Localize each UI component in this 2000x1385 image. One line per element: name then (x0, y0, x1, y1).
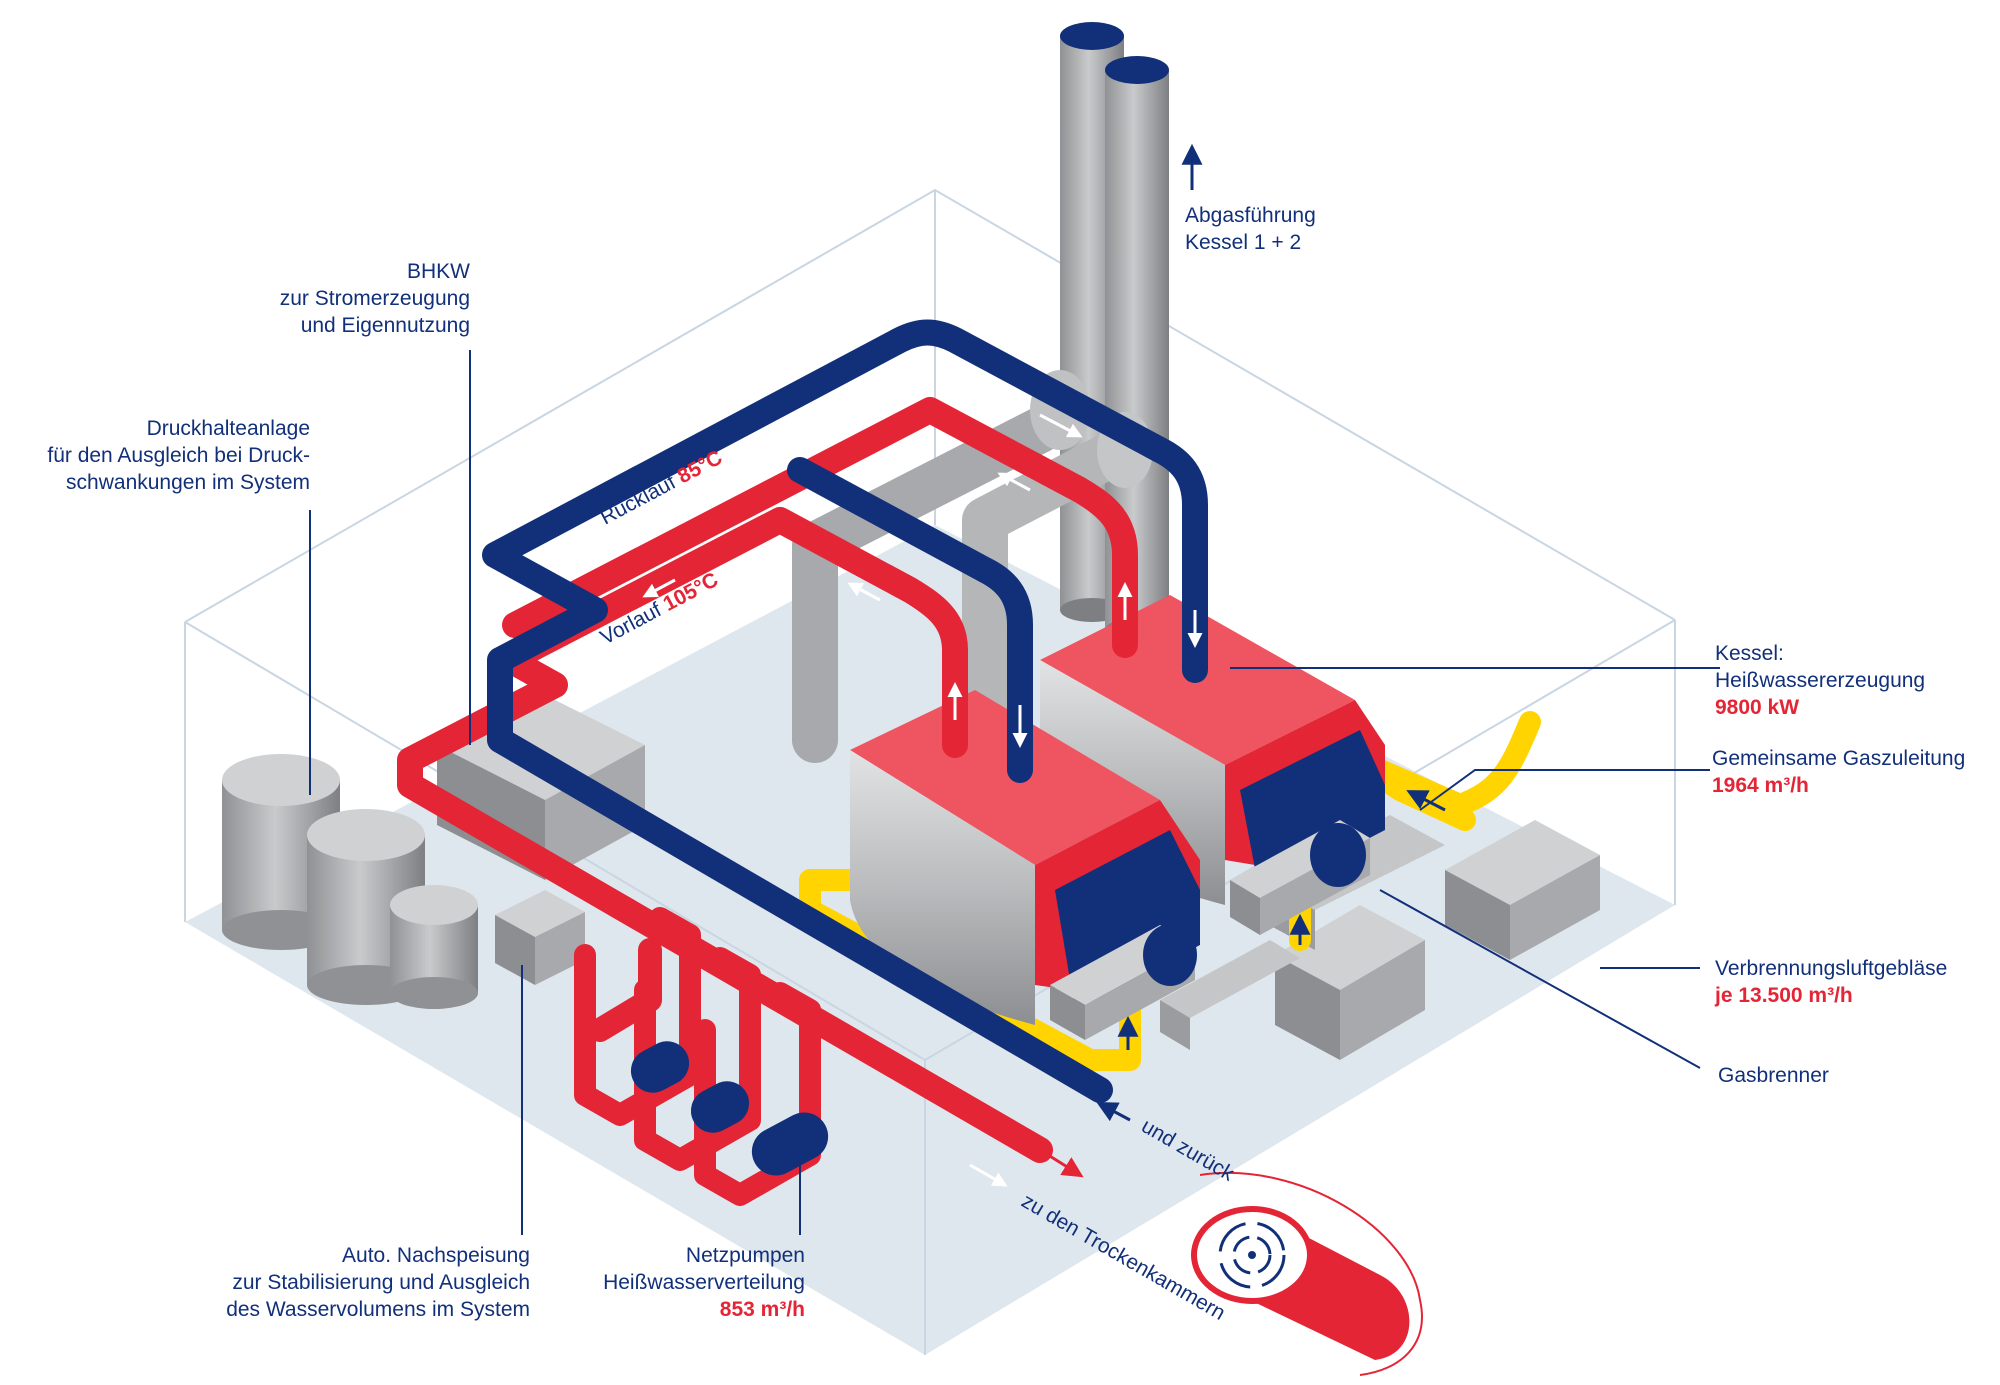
leader-lines (309, 350, 1720, 1235)
svg-text:853 m³/h: 853 m³/h (720, 1298, 805, 1321)
svg-text:zur Stromerzeugung: zur Stromerzeugung (280, 287, 470, 310)
combustion-fan-1 (1445, 820, 1600, 960)
label-druck: Druckhalteanlage für den Ausgleich bei D… (47, 417, 310, 494)
svg-text:Gemeinsame Gaszuleitung: Gemeinsame Gaszuleitung (1712, 747, 1965, 770)
drying-chamber-icon (1191, 1172, 1423, 1376)
label-brenner: Gasbrenner (1718, 1064, 1829, 1087)
pressure-tank-3 (390, 885, 478, 1009)
svg-text:und Eigennutzung: und Eigennutzung (301, 314, 470, 337)
svg-text:je 13.500 m³/h: je 13.500 m³/h (1714, 984, 1853, 1007)
gas-flow-arrow-1 (1406, 790, 1446, 812)
svg-text:BHKW: BHKW (407, 260, 470, 283)
svg-text:Abgasführung: Abgasführung (1185, 204, 1316, 227)
svg-text:zur Stabilisierung und Ausglei: zur Stabilisierung und Ausgleich (232, 1271, 530, 1294)
gas-burner-1 (1143, 924, 1197, 986)
svg-text:schwankungen im System: schwankungen im System (66, 471, 310, 494)
svg-text:Kessel 1 + 2: Kessel 1 + 2 (1185, 231, 1301, 254)
refill-unit (495, 890, 585, 985)
svg-text:1964 m³/h: 1964 m³/h (1712, 774, 1809, 797)
svg-text:Auto. Nachspeisung: Auto. Nachspeisung (342, 1244, 530, 1267)
return-arrow (1096, 1102, 1131, 1122)
label-luft: Verbrennungsluftgebläse je 13.500 m³/h (1714, 957, 1947, 1007)
combustion-fan-2 (1275, 905, 1425, 1060)
label-gas: Gemeinsame Gaszuleitung 1964 m³/h (1712, 747, 1965, 797)
svg-text:Netzpumpen: Netzpumpen (686, 1244, 805, 1267)
net-pump-1 (630, 1041, 690, 1093)
net-pump-3 (751, 1112, 829, 1176)
svg-text:des Wasservolumens im System: des Wasservolumens im System (226, 1298, 530, 1321)
svg-text:Kessel:: Kessel: (1715, 642, 1784, 665)
gas-burner-2 (1310, 823, 1366, 887)
svg-text:Heißwasserverteilung: Heißwasserverteilung (603, 1271, 805, 1294)
label-nachspeisung: Auto. Nachspeisung zur Stabilisierung un… (226, 1244, 530, 1321)
return-pipe (482, 319, 1208, 1103)
net-pump-2 (690, 1081, 750, 1133)
pipe-flow-arrows (642, 413, 1203, 1187)
svg-text:Druckhalteanlage: Druckhalteanlage (147, 417, 310, 440)
label-bhkw: BHKW zur Stromerzeugung und Eigennutzung (280, 260, 470, 337)
svg-text:Heißwassererzeugung: Heißwassererzeugung (1715, 669, 1925, 692)
label-kessel: Kessel: Heißwassererzeugung 9800 kW (1715, 642, 1925, 719)
svg-text:für den Ausgleich bei Druck-: für den Ausgleich bei Druck- (47, 444, 310, 467)
to-chambers-arrow (1044, 1151, 1084, 1178)
svg-text:Gasbrenner: Gasbrenner (1718, 1064, 1829, 1087)
svg-text:Verbrennungsluftgebläse: Verbrennungsluftgebläse (1715, 957, 1947, 980)
label-netzpumpen: Netzpumpen Heißwasserverteilung 853 m³/h (603, 1244, 805, 1321)
svg-text:9800 kW: 9800 kW (1715, 696, 1799, 719)
label-abgas: Abgasführung Kessel 1 + 2 (1185, 204, 1316, 254)
